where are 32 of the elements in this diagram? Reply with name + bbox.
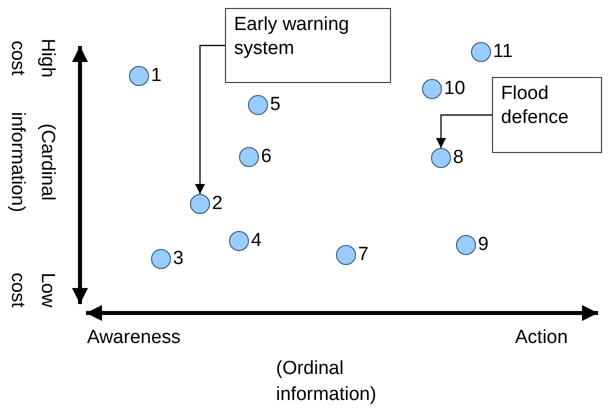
axis-label: Low cost bbox=[6, 272, 59, 310]
axis-label: (Ordinal information) bbox=[276, 357, 378, 407]
data-point-circle bbox=[336, 245, 356, 265]
point-number: 8 bbox=[453, 148, 464, 168]
data-point-circle bbox=[248, 95, 268, 115]
callout-box: Early warning system bbox=[225, 8, 391, 83]
axis-label: Awareness bbox=[87, 327, 181, 349]
axis-label: High cost bbox=[6, 38, 59, 78]
axis-label: Action bbox=[515, 327, 568, 349]
point-number: 2 bbox=[212, 194, 223, 214]
data-point-circle bbox=[229, 231, 249, 251]
data-point-circle bbox=[151, 249, 171, 269]
point-number: 9 bbox=[478, 235, 489, 255]
point-number: 11 bbox=[493, 42, 513, 62]
data-point-circle bbox=[456, 235, 476, 255]
point-number: 5 bbox=[270, 95, 281, 115]
data-point-circle bbox=[471, 42, 491, 62]
data-point-circle bbox=[129, 66, 149, 86]
data-point-circle bbox=[190, 194, 210, 214]
axis-label: (Cardinal information) bbox=[6, 110, 59, 214]
leader-arrow bbox=[195, 44, 225, 194]
point-number: 7 bbox=[358, 245, 369, 265]
data-point-circle bbox=[431, 148, 451, 168]
data-point-circle bbox=[239, 147, 259, 167]
point-number: 1 bbox=[151, 66, 162, 86]
leader-arrow bbox=[436, 114, 492, 148]
callout-box: Flood defence bbox=[492, 77, 602, 153]
point-number: 6 bbox=[261, 147, 272, 167]
point-number: 4 bbox=[251, 231, 262, 251]
point-number: 3 bbox=[173, 249, 184, 269]
point-number: 10 bbox=[444, 79, 466, 99]
data-point-circle bbox=[422, 79, 442, 99]
